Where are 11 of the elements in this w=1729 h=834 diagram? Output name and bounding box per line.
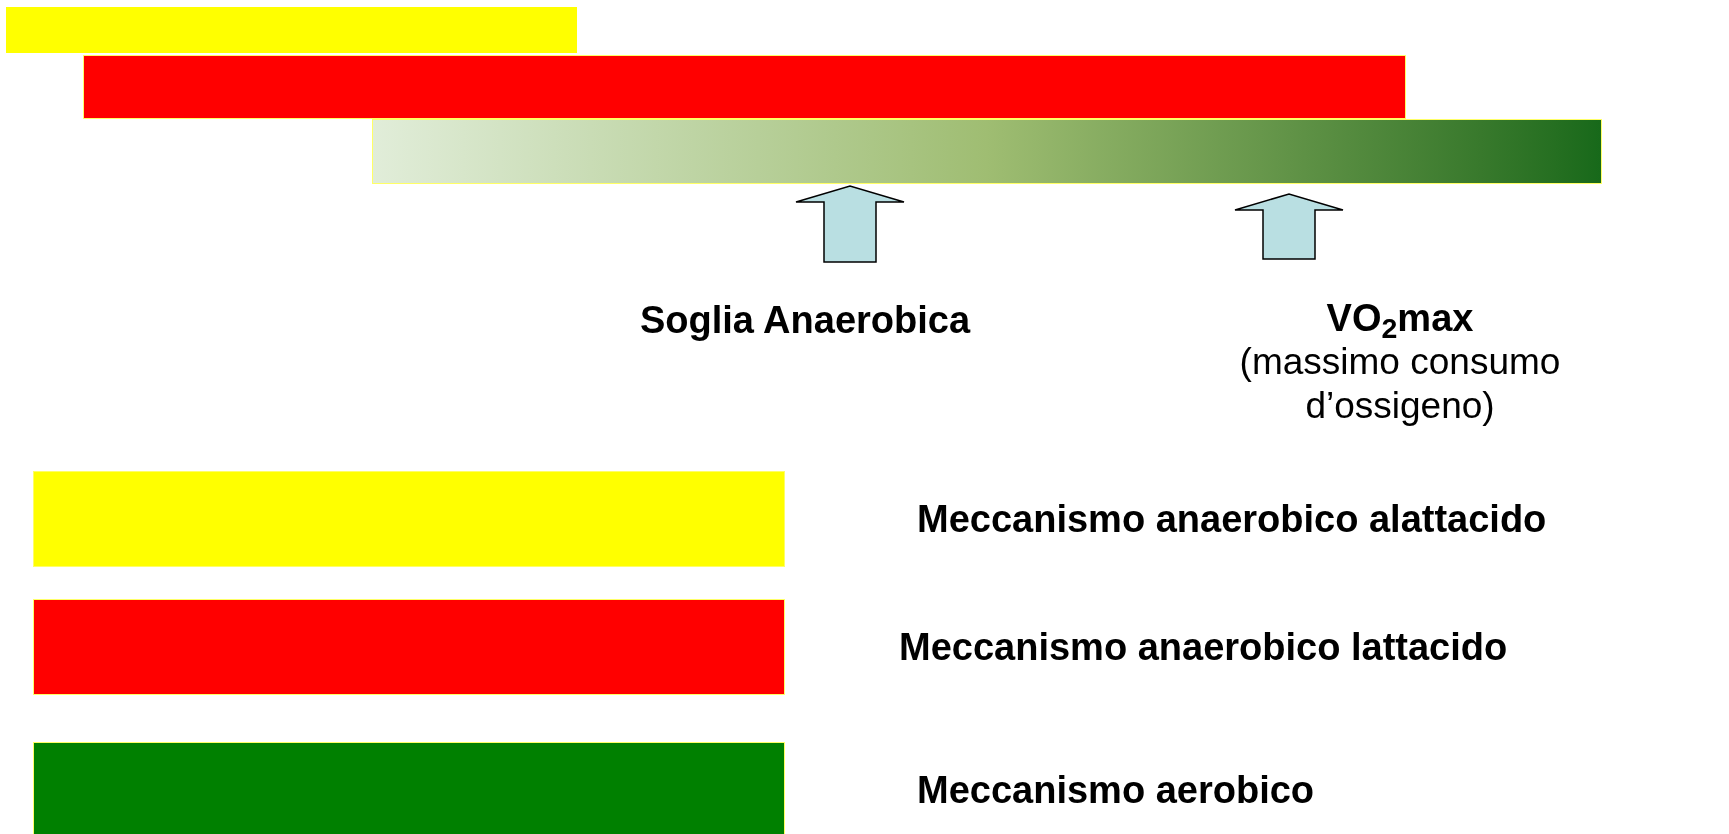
threshold-note: (massimo consumo d’ossigeno) <box>1238 340 1562 428</box>
legend-label: Meccanismo aerobico <box>917 768 1315 812</box>
threshold-label: VO$_{2}$max <box>1326 296 1474 340</box>
legend-label: Meccanismo anaerobico lattacido <box>899 625 1508 669</box>
threshold-label: Soglia Anaerobica <box>639 298 971 342</box>
energy-bar <box>372 119 1602 184</box>
legend-label: Meccanismo anaerobico alattacido <box>917 497 1547 541</box>
energy-bar <box>83 55 1406 119</box>
block-arrow <box>1234 193 1344 260</box>
energy-bar <box>6 7 577 53</box>
block-arrow <box>795 185 905 263</box>
